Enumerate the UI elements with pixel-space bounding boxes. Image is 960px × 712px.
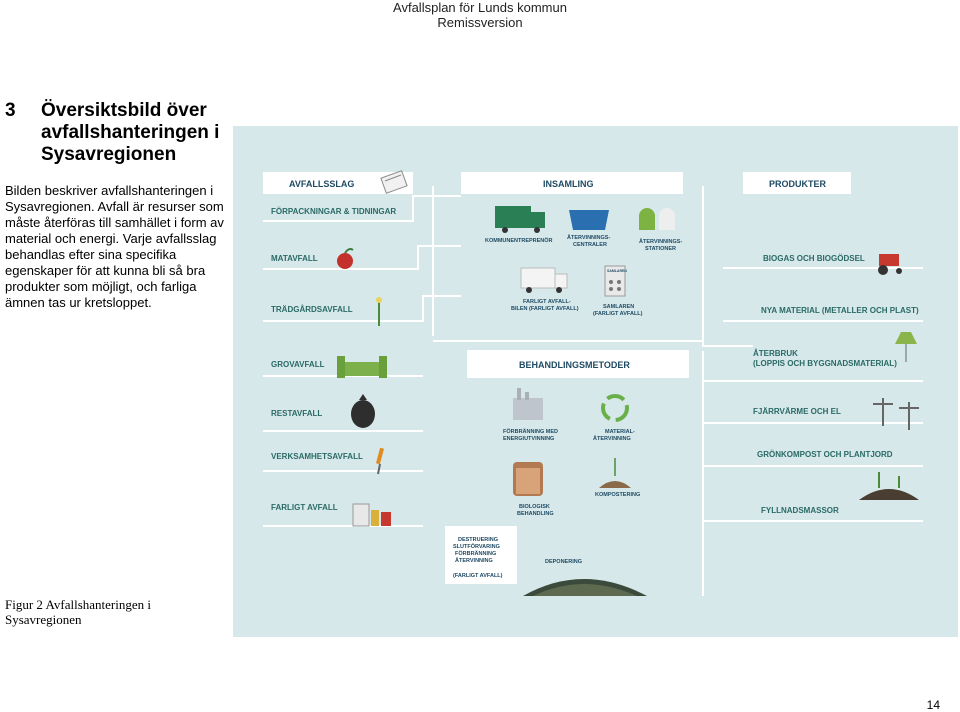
label-destruering-1: DESTRUERING [458, 537, 498, 543]
connector-forpackningar [263, 195, 461, 222]
caption-text: Avfallshanteringen i Sysavregionen [5, 597, 151, 627]
label-material-2: ÅTERVINNING [593, 435, 631, 442]
header-box-insamling [461, 172, 683, 194]
header-box-behandlingsmetoder [467, 350, 689, 378]
label-restavfall: RESTAVFALL [271, 409, 322, 418]
destruering-box [445, 526, 517, 584]
label-destruering-5: (FARLIGT AVFALL) [453, 573, 503, 579]
hazardous-items-icon [352, 503, 391, 527]
samlaren-cabinet-icon [604, 265, 626, 297]
waste-management-figure: AVFALLSSLAG INSAMLING PRODUKTER BEHANDLI… [233, 126, 958, 637]
trash-bag-icon [351, 394, 375, 428]
label-samlaren-1: SAMLAREN [603, 304, 634, 310]
apple-icon [337, 248, 354, 269]
label-atervinningscentraler-2: CENTRALER [573, 242, 607, 248]
label-samlaren-2: (FARLIGT AVFALL) [593, 311, 643, 317]
connector-matavfall [263, 245, 461, 270]
newspaper-icon [380, 170, 408, 194]
power-pole-icon [873, 398, 919, 430]
label-aterbruk-1: ÅTERBRUK [753, 349, 798, 358]
section-number: 3 [5, 100, 16, 121]
garbage-truck-icon [495, 206, 545, 233]
landfill-mound-icon [523, 579, 647, 596]
label-biogas: BIOGAS OCH BIOGÖDSEL [763, 254, 865, 263]
plants-heap-icon [859, 472, 919, 500]
sofa-icon [337, 356, 387, 378]
label-forbranning-1: FÖRBRÄNNING MED [503, 428, 558, 435]
label-forpackningar: FÖRPACKNINGAR & TIDNINGAR [271, 207, 396, 216]
biological-tank-icon [513, 462, 543, 496]
label-fyllnadsmassor: FYLLNADSMASSOR [761, 506, 839, 515]
samlaren-sign: SAMLAREN [607, 269, 627, 273]
label-biologisk-2: BEHANDLING [517, 511, 554, 517]
label-atervinningsstationer-2: STATIONER [645, 246, 676, 252]
incineration-plant-icon [513, 388, 543, 420]
recycling-symbol-icon [601, 394, 629, 422]
label-deponering: DEPONERING [545, 559, 582, 565]
label-kommunentreprenor: KOMMUNENTREPRENÖR [485, 237, 553, 244]
figure-svg: AVFALLSSLAG INSAMLING PRODUKTER BEHANDLI… [263, 170, 923, 596]
header-subtitle: Remissversion [437, 15, 523, 30]
header-box-avfallsslag [263, 172, 413, 194]
tractor-icon [878, 254, 902, 275]
screwdriver-icon [375, 447, 385, 475]
recycling-station-icon [639, 208, 675, 230]
connector-vertical-right [702, 186, 753, 347]
header-title: Avfallsplan för Lunds kommun [393, 0, 567, 15]
header-insamling: INSAMLING [543, 179, 594, 189]
label-gronkompost: GRÖNKOMPOST OCH PLANTJORD [757, 450, 893, 459]
label-farligt-bilen-1: FARLIGT AVFALL- [523, 299, 571, 305]
label-verksamhetsavfall: VERKSAMHETSAVFALL [271, 452, 363, 461]
label-kompostering: KOMPOSTERING [595, 492, 640, 498]
flower-icon [376, 297, 382, 326]
lamp-icon [895, 332, 917, 362]
label-farligt-bilen-2: BILEN (FARLIGT AVFALL) [511, 306, 579, 312]
header-produkter: PRODUKTER [769, 179, 827, 189]
label-destruering-3: FÖRBRÄNNING [455, 550, 496, 557]
header-box-produkter [743, 172, 851, 194]
label-matavfall: MATAVFALL [271, 254, 318, 263]
page-number: 14 [926, 698, 940, 712]
connector-tradgard [263, 295, 461, 322]
caption-label: Figur 2 [5, 597, 43, 612]
label-atervinningsstationer-1: ÅTERVINNINGS- [639, 238, 682, 245]
label-aterbruk-2: (LOPPIS OCH BYGGNADSMATERIAL) [753, 359, 897, 368]
intro-paragraph: Bilden beskriver avfallshanteringen i Sy… [5, 183, 224, 310]
compost-heap-icon [599, 458, 631, 488]
section-title: Översiktsbild över avfallshanteringen i … [41, 100, 220, 165]
label-farligt-avfall: FARLIGT AVFALL [271, 503, 338, 512]
label-tradgardsavfall: TRÄDGÅRDSAVFALL [271, 305, 353, 314]
header-behandlingsmetoder: BEHANDLINGSMETODER [519, 360, 630, 370]
document-header: Avfallsplan för Lunds kommun Remissversi… [0, 0, 960, 30]
label-destruering-2: SLUTFÖRVARING [453, 543, 500, 550]
label-grovavfall: GROVAVFALL [271, 360, 325, 369]
label-fjarrvarme: FJÄRRVÄRME OCH EL [753, 407, 841, 416]
label-forbranning-2: ENERGIUTVINNING [503, 436, 554, 442]
header-avfallsslag: AVFALLSSLAG [289, 179, 354, 189]
label-biologisk-1: BIOLOGISK [519, 504, 550, 510]
label-material-1: MATERIAL- [605, 429, 635, 435]
label-nya-material: NYA MATERIAL (METALLER OCH PLAST) [761, 306, 919, 315]
figure-caption: Figur 2 Avfallshanteringen i Sysavregion… [5, 597, 230, 627]
container-icon [569, 210, 609, 230]
van-icon [520, 267, 568, 293]
label-destruering-4: ÅTERVINNING [455, 557, 493, 564]
label-atervinningscentraler-1: ÅTERVINNINGS- [567, 234, 610, 241]
